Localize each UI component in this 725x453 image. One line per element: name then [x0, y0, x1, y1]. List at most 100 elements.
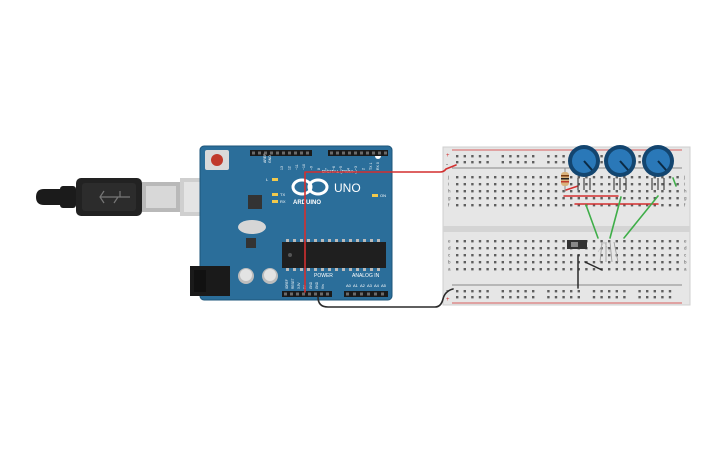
- breadboard-hole[interactable]: [524, 204, 527, 207]
- breadboard-hole[interactable]: [532, 161, 535, 164]
- breadboard-hole[interactable]: [562, 290, 565, 293]
- breadboard-hole[interactable]: [539, 240, 542, 243]
- breadboard-hole[interactable]: [623, 247, 626, 250]
- breadboard-hole[interactable]: [539, 190, 542, 193]
- header-hole[interactable]: [290, 292, 293, 296]
- breadboard-hole[interactable]: [478, 247, 482, 250]
- breadboard-hole[interactable]: [562, 268, 565, 271]
- header-hole[interactable]: [282, 151, 285, 155]
- breadboard-hole[interactable]: [570, 176, 573, 179]
- breadboard-hole[interactable]: [615, 183, 618, 186]
- breadboard-hole[interactable]: [646, 204, 649, 207]
- breadboard-hole[interactable]: [509, 254, 512, 257]
- breadboard-hole[interactable]: [456, 247, 459, 250]
- breadboard-hole[interactable]: [646, 247, 649, 250]
- wires[interactable]: [304, 164, 677, 308]
- breadboard-hole[interactable]: [592, 176, 596, 179]
- breadboard-hole[interactable]: [547, 296, 550, 299]
- breadboard-hole[interactable]: [661, 261, 664, 264]
- breadboard-hole[interactable]: [554, 204, 558, 207]
- breadboard-hole[interactable]: [478, 290, 482, 293]
- header-hole[interactable]: [288, 151, 291, 155]
- potentiometer-icon[interactable]: [642, 145, 674, 190]
- breadboard-hole[interactable]: [532, 247, 535, 250]
- breadboard-hole[interactable]: [554, 155, 558, 158]
- breadboard-hole[interactable]: [478, 261, 482, 264]
- breadboard-hole[interactable]: [539, 183, 542, 186]
- breadboard-hole[interactable]: [623, 290, 626, 293]
- breadboard-hole[interactable]: [463, 268, 466, 271]
- breadboard-hole[interactable]: [532, 290, 535, 293]
- breadboard-hole[interactable]: [570, 254, 573, 257]
- header-hole[interactable]: [284, 292, 287, 296]
- breadboard-hole[interactable]: [524, 155, 527, 158]
- breadboard-hole[interactable]: [668, 176, 672, 179]
- breadboard-hole[interactable]: [668, 268, 672, 271]
- breadboard-hole[interactable]: [478, 190, 482, 193]
- breadboard-hole[interactable]: [661, 268, 664, 271]
- breadboard-hole[interactable]: [532, 155, 535, 158]
- header-hole[interactable]: [296, 292, 299, 296]
- breadboard-hole[interactable]: [456, 155, 459, 158]
- breadboard-hole[interactable]: [456, 290, 459, 293]
- breadboard-hole[interactable]: [676, 254, 679, 257]
- breadboard-hole[interactable]: [494, 261, 497, 264]
- breadboard-hole[interactable]: [570, 290, 573, 293]
- breadboard-hole[interactable]: [486, 155, 489, 158]
- header-hole[interactable]: [342, 151, 345, 155]
- breadboard-hole[interactable]: [516, 290, 520, 293]
- breadboard-hole[interactable]: [471, 247, 474, 250]
- breadboard-hole[interactable]: [562, 161, 565, 164]
- breadboard-hole[interactable]: [494, 183, 497, 186]
- breadboard-hole[interactable]: [554, 176, 558, 179]
- breadboard-hole[interactable]: [623, 197, 626, 200]
- breadboard-hole[interactable]: [676, 197, 679, 200]
- breadboard-hole[interactable]: [463, 261, 466, 264]
- breadboard-hole[interactable]: [668, 197, 672, 200]
- breadboard-hole[interactable]: [615, 204, 618, 207]
- wire-5v-red[interactable]: [304, 164, 457, 293]
- breadboard-hole[interactable]: [600, 296, 603, 299]
- breadboard-hole[interactable]: [471, 176, 474, 179]
- breadboard-hole[interactable]: [539, 254, 542, 257]
- breadboard-hole[interactable]: [456, 254, 459, 257]
- breadboard-hole[interactable]: [494, 176, 497, 179]
- breadboard-hole[interactable]: [615, 247, 618, 250]
- breadboard-hole[interactable]: [478, 183, 482, 186]
- breadboard-hole[interactable]: [562, 261, 565, 264]
- header-hole[interactable]: [308, 292, 311, 296]
- breadboard-hole[interactable]: [524, 296, 527, 299]
- breadboard-hole[interactable]: [509, 240, 512, 243]
- breadboard-hole[interactable]: [676, 176, 679, 179]
- breadboard-hole[interactable]: [661, 190, 664, 193]
- breadboard-hole[interactable]: [486, 290, 489, 293]
- breadboard-hole[interactable]: [585, 197, 588, 200]
- arduino-uno-board[interactable]: ARDUINO UNO L TX RX ON DIGITAL (PWM~) AR…: [190, 145, 393, 301]
- header-hole[interactable]: [276, 151, 279, 155]
- breadboard-hole[interactable]: [638, 204, 641, 207]
- breadboard-hole[interactable]: [463, 204, 466, 207]
- breadboard-hole[interactable]: [494, 254, 497, 257]
- breadboard-hole[interactable]: [509, 190, 512, 193]
- breadboard-hole[interactable]: [592, 197, 596, 200]
- breadboard-hole[interactable]: [615, 197, 618, 200]
- breadboard-hole[interactable]: [486, 254, 489, 257]
- breadboard-hole[interactable]: [456, 183, 459, 186]
- breadboard-hole[interactable]: [478, 240, 482, 243]
- breadboard-hole[interactable]: [554, 240, 558, 243]
- breadboard-hole[interactable]: [668, 240, 672, 243]
- wire-black-led-2[interactable]: [584, 261, 603, 271]
- breadboard-hole[interactable]: [456, 240, 459, 243]
- header-hole[interactable]: [326, 292, 329, 296]
- breadboard-hole[interactable]: [653, 240, 656, 243]
- breadboard-hole[interactable]: [668, 296, 672, 299]
- breadboard-hole[interactable]: [600, 290, 603, 293]
- header-hole[interactable]: [252, 151, 255, 155]
- breadboard-hole[interactable]: [623, 183, 626, 186]
- breadboard-hole[interactable]: [509, 155, 512, 158]
- header-hole[interactable]: [300, 151, 303, 155]
- breadboard-hole[interactable]: [524, 161, 527, 164]
- breadboard-hole[interactable]: [646, 261, 649, 264]
- breadboard-hole[interactable]: [646, 268, 649, 271]
- breadboard-hole[interactable]: [653, 254, 656, 257]
